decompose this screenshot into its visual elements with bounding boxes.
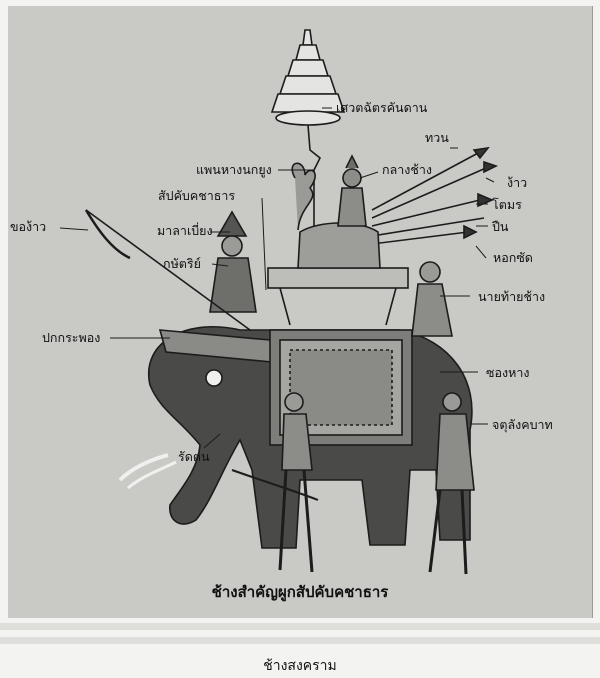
label-ngao-right: ง้าว — [507, 175, 528, 190]
king-rider-icon — [84, 209, 257, 331]
middle-rider-icon — [337, 154, 367, 227]
label-songhang: ซองหาง — [486, 365, 530, 380]
label-ngao-left: ของ้าว — [10, 219, 47, 234]
label-guards: จตุลังคบาท — [492, 417, 553, 432]
figure-subcaption: ช้างสงคราม — [263, 658, 337, 674]
label-middle-rider: กลางช้าง — [382, 162, 432, 177]
label-parasol: เศวตฉัตรคันดาน — [336, 100, 428, 115]
label-spear-tuan: ทวน — [425, 130, 449, 145]
label-peacock-fan: แพนหางนกยูง — [196, 162, 272, 177]
howdah-icon — [267, 222, 409, 326]
figure-caption: ช้างสำคัญผูกสัปคับคชาธาร — [211, 583, 389, 601]
label-hokchat: หอกซัด — [493, 250, 533, 265]
weapons-icon — [371, 146, 499, 245]
foot-guards-icon — [231, 392, 475, 575]
label-malaibiang: มาลาเบี่ยง — [157, 223, 213, 238]
parasol-icon — [270, 29, 346, 230]
label-sappakab: สัปคับคชาธาร — [158, 188, 236, 203]
leader-lines — [59, 107, 495, 449]
bleed-through-line — [0, 637, 600, 644]
rear-rider-icon — [411, 261, 453, 337]
label-gun: ปืน — [492, 219, 509, 234]
peacock-fan-icon — [291, 162, 316, 231]
bleed-through-line — [0, 623, 600, 630]
label-kattiya: กษัตริย์ — [163, 256, 201, 271]
label-tomara: โตมร — [492, 197, 522, 212]
label-rear-rider: นายท้ายช้าง — [478, 289, 546, 304]
label-pakrapong: ปกกระพอง — [42, 330, 101, 345]
label-ratton: รัดตน — [178, 449, 210, 464]
saddle-cloth-icon — [269, 329, 413, 446]
